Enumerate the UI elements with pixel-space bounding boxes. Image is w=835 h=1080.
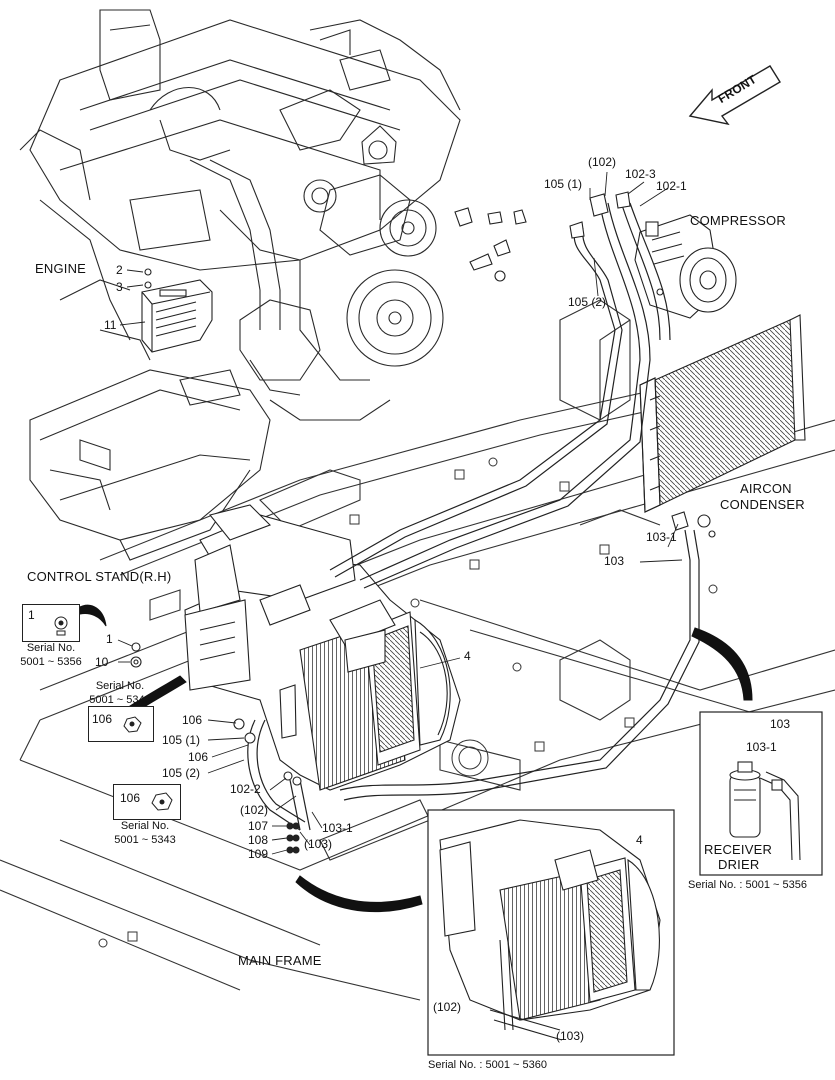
control-stand-label: CONTROL STAND(R.H) [27,569,172,584]
callout-102-top: (102) [588,155,617,169]
callout-2: 2 [116,263,123,277]
callout-102-3: 102-3 [625,167,656,181]
condenser-label: CONDENSER [720,497,805,512]
serial-1-range: 5001 ~ 5356 [20,656,82,668]
callout-102-low: (102) [240,803,269,817]
callout-105-2: 105 (2) [162,766,201,780]
callout-105-1: 105 (1) [162,733,201,747]
front-arrow-icon [688,65,781,126]
inset-detail-drawing [427,809,675,1056]
nut-icon [151,792,173,811]
callout-106-a: 106 [182,713,203,727]
callout-1-box: 1 [28,608,35,622]
callout-10: 10 [95,655,109,669]
drier-label: DRIER [718,857,760,872]
engine-pulleys [303,125,444,367]
receiver-label: RECEIVER [704,842,773,857]
callout-103-1-low: 103-1 [322,821,353,835]
controller-drawing [141,268,213,353]
serial-box-3 [113,784,181,820]
callout-106-box: 106 [92,712,113,726]
compressor-drawing [634,214,737,319]
nut-icon [123,716,142,733]
aircon-label: AIRCON [740,481,792,496]
callout-3: 3 [116,280,123,294]
serial-box-1 [22,604,80,642]
callout-102-2: 102-2 [230,782,261,796]
callout-103-right: 103 [604,554,625,568]
callout-103-rd: 103 [770,717,791,731]
serial-3-label: Serial No. [120,820,170,832]
serial-2-label: Serial No. [95,680,145,692]
receiver-drier-drawing [699,711,823,876]
serial-1-label: Serial No. [26,642,76,654]
callout-103-1-rd: 103-1 [746,740,777,754]
callout-105-2-top: 105 (2) [568,295,607,309]
callout-103-inset: (103) [556,1029,585,1043]
engine-label: ENGINE [35,261,87,276]
hvac-unit-drawing [184,504,461,791]
callout-102-1: 102-1 [656,179,687,193]
callout-4-main: 4 [464,649,471,663]
callout-108: 108 [248,833,269,847]
callout-102-inset: (102) [433,1000,462,1014]
condenser-drawing [639,314,806,513]
compressor-label: COMPRESSOR [690,213,786,228]
main-frame-label: MAIN FRAME [238,953,322,968]
serial-3-range: 5001 ~ 5343 [114,834,176,846]
serial-box-2 [88,706,154,742]
callout-106-box2: 106 [120,791,141,805]
callout-109: 109 [248,847,269,861]
callout-4-inset: 4 [636,833,643,847]
callout-106-b: 106 [188,750,209,764]
refrigerant-hoses [247,202,700,831]
callout-103-low: (103) [304,837,333,851]
callout-1: 1 [106,632,113,646]
callout-107: 107 [248,819,269,833]
callout-105-1-top: 105 (1) [544,177,583,191]
serial-receiver: Serial No. : 5001 ~ 5356 [688,879,807,891]
frame-holes [98,457,718,948]
serial-2-range: 5001 ~ 5343 [89,694,151,706]
fittings [130,191,716,854]
engine-drawing [19,9,461,561]
serial-inset: Serial No. : 5001 ~ 5360 [428,1059,547,1071]
callout-103-1-right: 103-1 [646,530,677,544]
bolt-icon [54,616,68,636]
callout-11: 11 [104,318,117,332]
